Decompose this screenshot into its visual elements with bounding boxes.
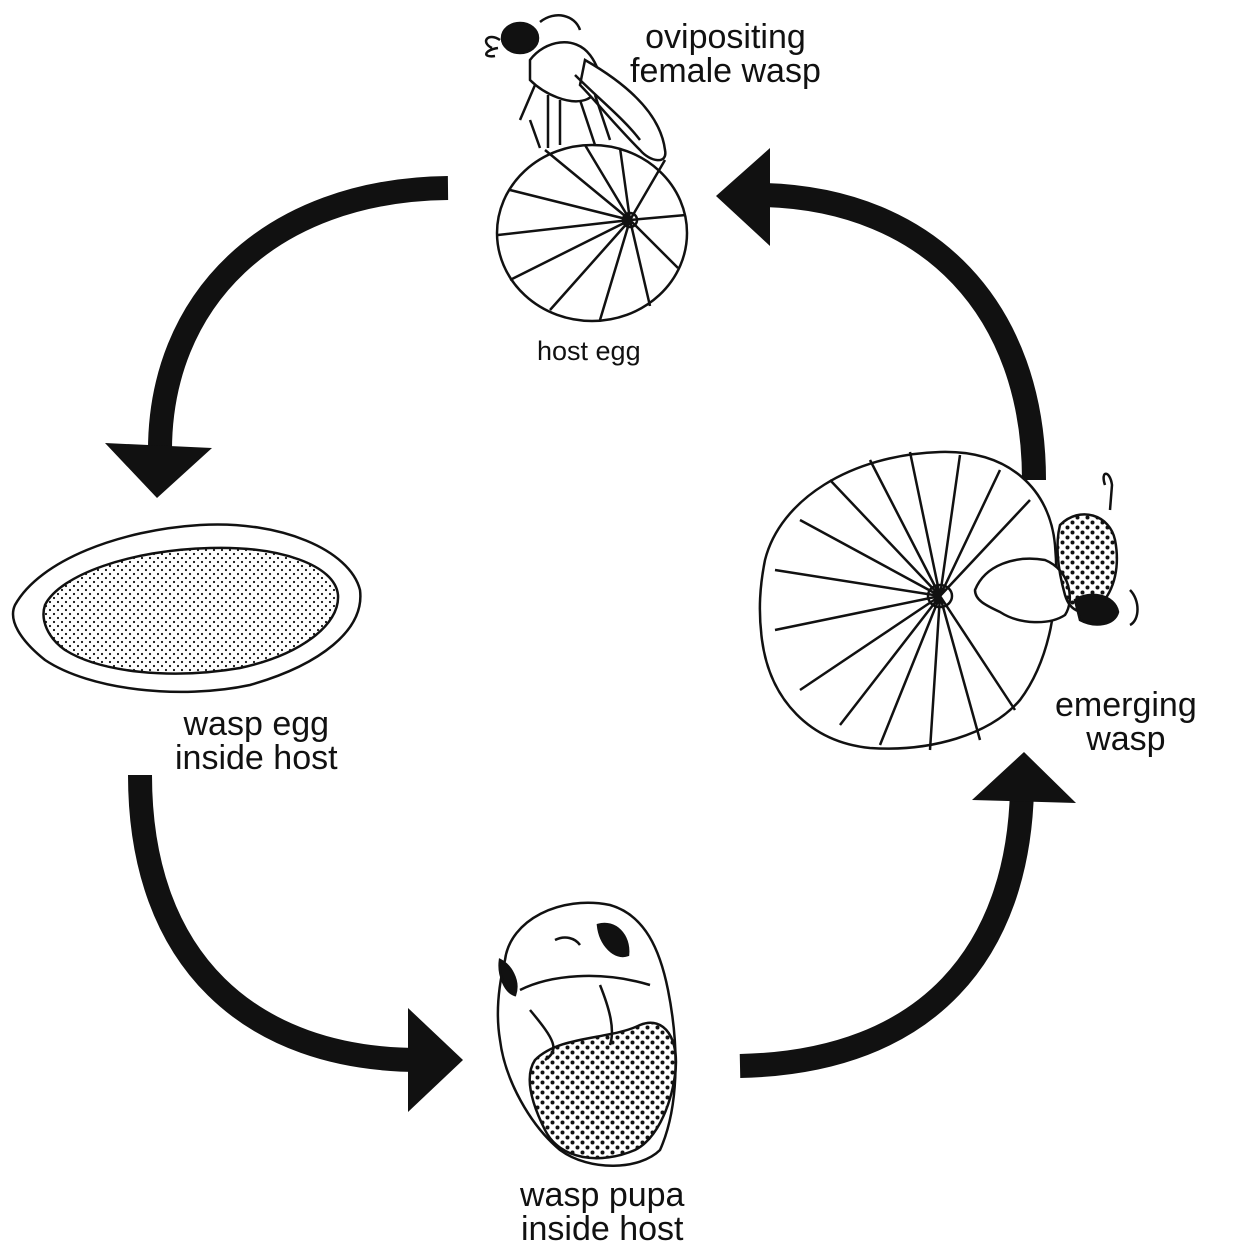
label-host-egg: host egg: [537, 338, 641, 365]
label-host-egg-text: host egg: [537, 338, 641, 365]
label-wasp-pupa-line2: inside host: [520, 1212, 684, 1246]
arrow-bottom-left: [140, 775, 463, 1112]
label-emerging-wasp: emerging wasp: [1055, 688, 1197, 756]
label-wasp-egg-line2: inside host: [175, 741, 338, 775]
wasp-egg-illustration: [13, 524, 360, 691]
label-wasp-pupa-inside-host: wasp pupa inside host: [520, 1178, 684, 1246]
arrow-bottom-right: [740, 752, 1076, 1066]
label-ovipositing-line2: female wasp: [630, 54, 821, 88]
label-wasp-egg-line1: wasp egg: [175, 707, 338, 741]
wasp-pupa-illustration: [498, 903, 676, 1166]
arrow-top-left: [105, 188, 448, 498]
label-wasp-egg-inside-host: wasp egg inside host: [175, 707, 338, 775]
host-egg-illustration: [497, 145, 687, 321]
arrow-top-right: [716, 148, 1034, 480]
label-ovipositing-female-wasp: ovipositing female wasp: [630, 20, 821, 88]
label-wasp-pupa-line1: wasp pupa: [520, 1178, 684, 1212]
label-ovipositing-line1: ovipositing: [630, 20, 821, 54]
label-emerging-line1: emerging: [1055, 688, 1197, 722]
label-emerging-line2: wasp: [1055, 722, 1197, 756]
